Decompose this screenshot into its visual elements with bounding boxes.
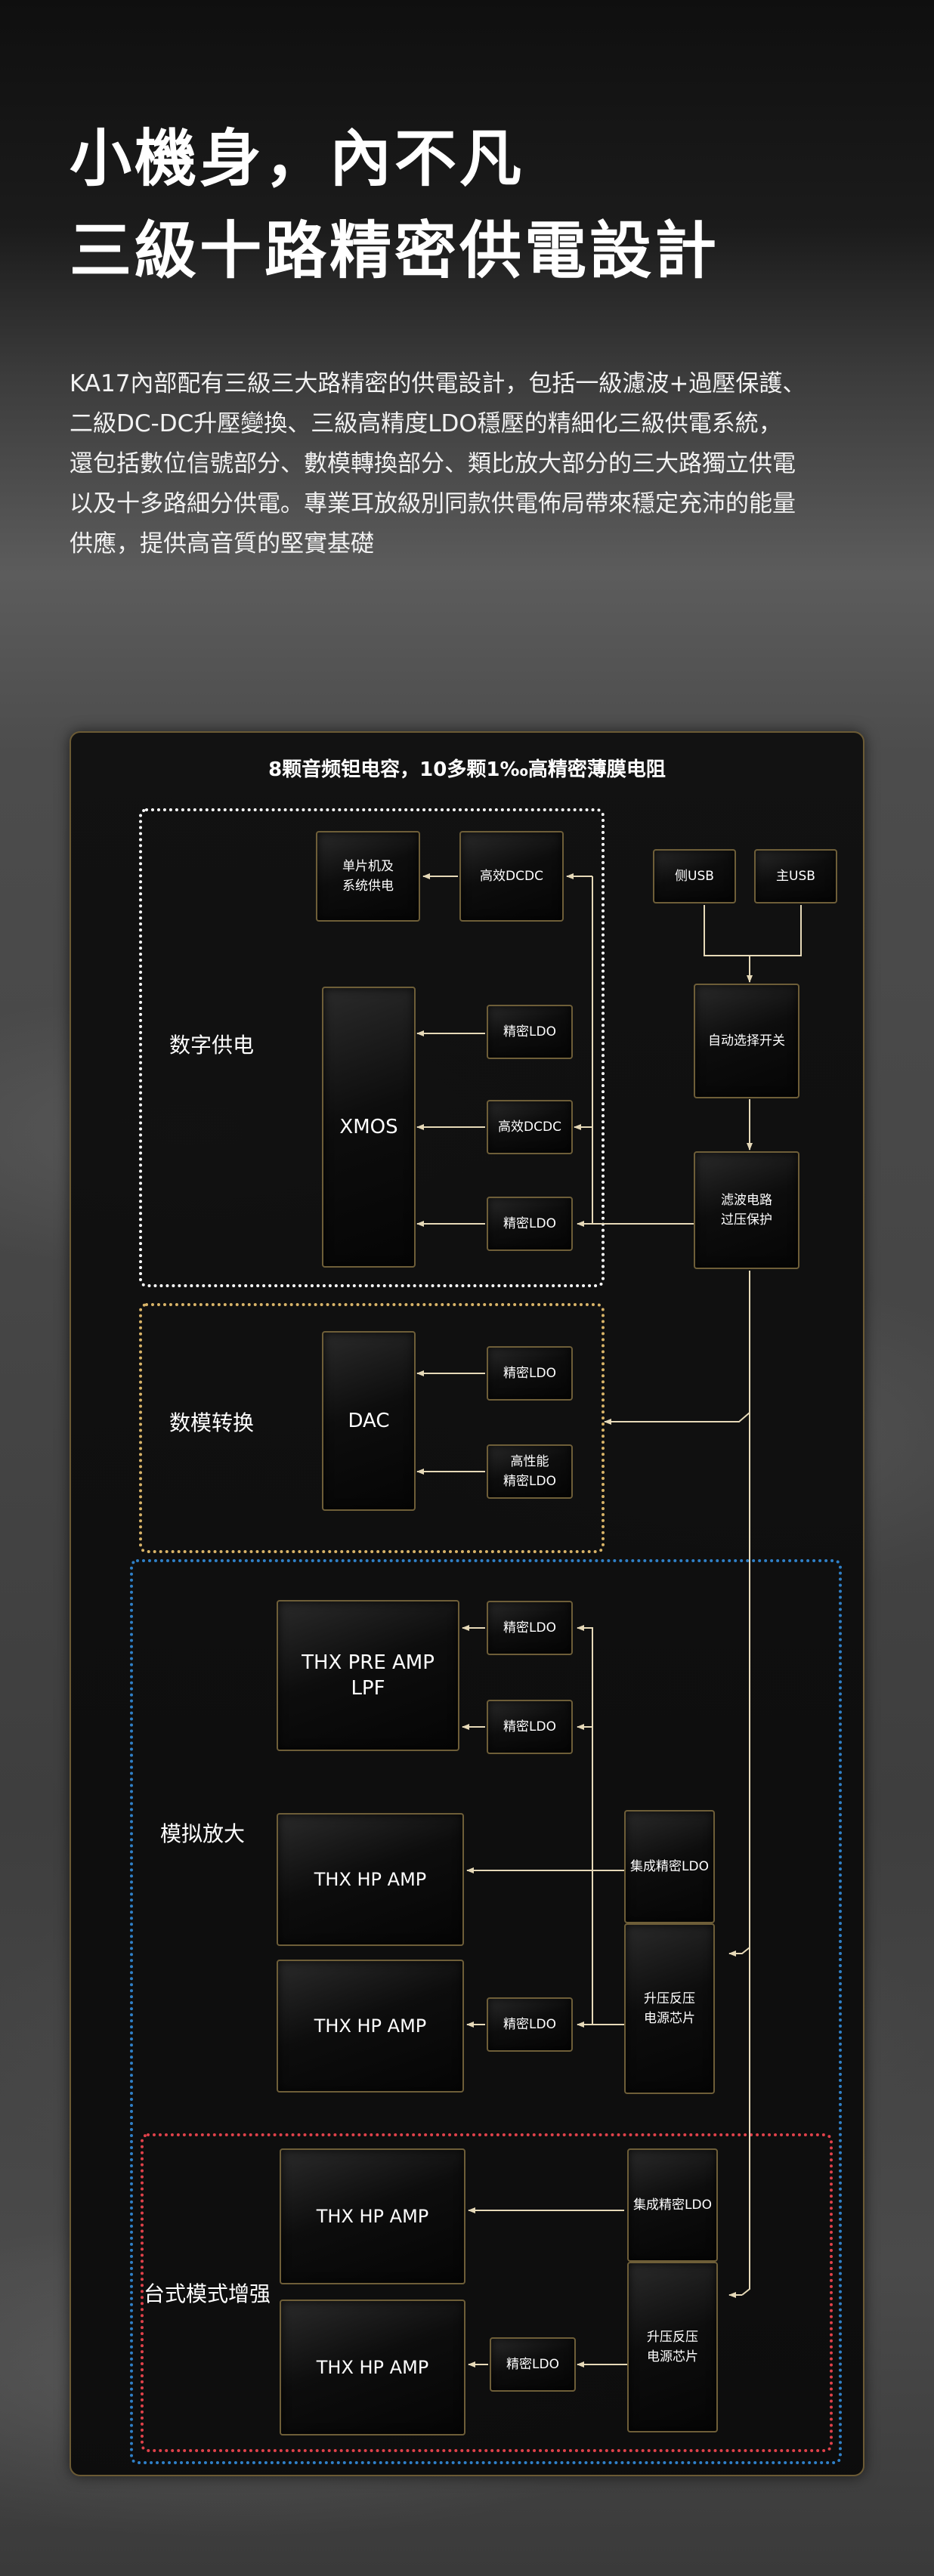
box-label: 精密LDO (503, 1719, 556, 1734)
analog-amp-group (130, 1559, 842, 2464)
headline: 小機身，內不凡 三級十路精密供電設計 (70, 113, 719, 298)
box-boost-chip-2: 升压反压 电源芯片 (627, 2262, 718, 2432)
box-label: 滤波电路 过压保护 (721, 1193, 772, 1228)
intro-line: 二級DC-DC升壓變換、三級高精度LDO穩壓的精細化三級供電系統， (70, 410, 782, 437)
diagram-title: 8颗音频钽电容，10多颗1‰高精密薄膜电阻 (268, 758, 666, 781)
line-trunk-to-dac (604, 1412, 750, 1425)
digital-power-group (139, 808, 605, 1287)
box-thx-hp-amp-1: THX HP AMP (277, 1813, 464, 1946)
intro-line: 以及十多路細分供電。專業耳放級別同款供電佈局帶來穩定充沛的能量 (70, 490, 796, 517)
box-label: 精密LDO (503, 1216, 556, 1231)
box-integrated-ldo-1: 集成精密LDO (624, 1810, 715, 1923)
group-label-analog: 模拟放大 (160, 1821, 246, 1846)
group-label-digital: 数字供电 (169, 1033, 255, 1058)
box-label: THX HP AMP (314, 1869, 427, 1890)
box-label: 高效DCDC (498, 1120, 561, 1135)
box-label: 精密LDO (503, 1024, 556, 1039)
box-label: XMOS (339, 1116, 398, 1138)
box-side-usb: 侧USB (653, 849, 736, 903)
box-label: 精密LDO (506, 2357, 559, 2372)
box-mcu-power: 单片机及 系统供电 (316, 831, 420, 922)
box-boost-chip-1: 升压反压 电源芯片 (624, 1923, 715, 2094)
line-main-trunk (741, 1271, 750, 2296)
box-label: THX HP AMP (314, 2015, 427, 2037)
box-ldo-xmos-1: 精密LDO (487, 1005, 573, 1059)
box-ldo-hp-2: 精密LDO (487, 1997, 573, 2052)
box-thx-hp-amp-3: THX HP AMP (280, 2148, 465, 2284)
box-xmos: XMOS (322, 987, 416, 1268)
box-label: 精密LDO (503, 1620, 556, 1635)
box-label: 高效DCDC (480, 869, 543, 884)
box-ldo-dac-2: 高性能 精密LDO (487, 1444, 573, 1499)
headline-line-2: 三級十路精密供電設計 (70, 215, 720, 287)
box-label: 高性能 精密LDO (503, 1454, 556, 1489)
box-ldo-hp-4: 精密LDO (490, 2337, 576, 2392)
box-label: 集成精密LDO (633, 2198, 712, 2213)
box-label: 自动选择开关 (708, 1033, 785, 1049)
box-main-usb: 主USB (754, 849, 837, 903)
group-label-desktop: 台式模式增强 (144, 2281, 271, 2306)
box-thx-hp-amp-2: THX HP AMP (277, 1960, 464, 2093)
line-boost-to-ldo-pre1 (577, 1625, 624, 2025)
box-ldo-dac-1: 精密LDO (487, 1346, 573, 1401)
box-dac: DAC (322, 1331, 416, 1511)
group-label-dac: 数模转换 (169, 1410, 255, 1435)
line-usb-merge (704, 905, 802, 956)
headline-line-1: 小機身，內不凡 (70, 123, 525, 195)
box-auto-switch: 自动选择开关 (694, 984, 799, 1098)
box-label: DAC (348, 1410, 390, 1432)
box-label: 精密LDO (503, 1366, 556, 1381)
box-label: 单片机及 系统供电 (342, 859, 394, 894)
line-trunk-to-boost1 (728, 1947, 750, 1957)
box-filter-protection: 滤波电路 过压保护 (694, 1151, 799, 1269)
box-label: 升压反压 电源芯片 (644, 1991, 695, 2026)
box-label: THX PRE AMP LPF (302, 1651, 435, 1700)
box-label: THX HP AMP (316, 2357, 429, 2378)
box-label: THX HP AMP (316, 2206, 429, 2227)
dac-group (139, 1303, 605, 1553)
box-ldo-xmos-2: 精密LDO (487, 1197, 573, 1251)
intro-line: 供應，提供高音質的堅實基礎 (70, 530, 374, 558)
box-ldo-pre-2: 精密LDO (487, 1700, 573, 1754)
box-integrated-ldo-2: 集成精密LDO (627, 2148, 718, 2262)
box-thx-hp-amp-4: THX HP AMP (280, 2300, 465, 2435)
intro-paragraph: KA17內部配有三級三大路精密的供電設計，包括一級濾波+過壓保護、 二級DC-D… (70, 364, 871, 564)
box-ldo-pre-1: 精密LDO (487, 1601, 573, 1655)
box-label: 侧USB (675, 869, 714, 884)
box-label: 集成精密LDO (630, 1859, 709, 1874)
desktop-mode-group (141, 2133, 833, 2452)
intro-line: KA17內部配有三級三大路精密的供電設計，包括一級濾波+過壓保護、 (70, 370, 806, 397)
box-label: 主USB (776, 869, 815, 884)
intro-line: 還包括數位信號部分、數模轉換部分、類比放大部分的三大路獨立供電 (70, 450, 796, 477)
box-label: 精密LDO (503, 2017, 556, 2032)
box-dcdc-xmos: 高效DCDC (487, 1100, 573, 1154)
box-thx-pre-amp: THX PRE AMP LPF (277, 1600, 459, 1751)
box-label: 升压反压 电源芯片 (647, 2330, 698, 2364)
box-dcdc-top: 高效DCDC (459, 831, 564, 922)
